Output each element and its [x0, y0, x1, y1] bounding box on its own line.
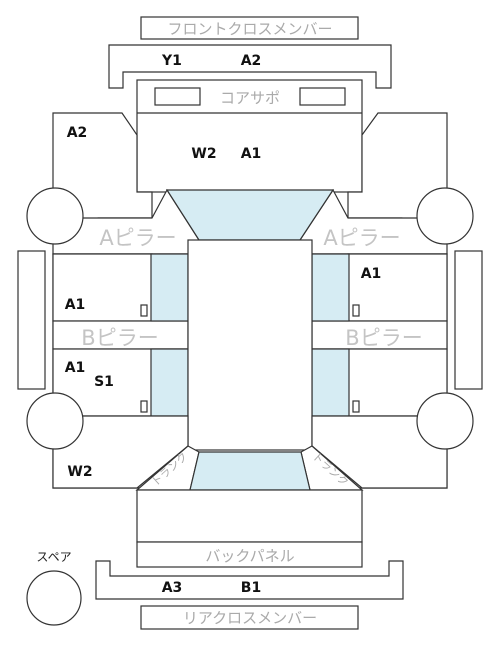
back-panel-box[interactable]	[136, 541, 363, 568]
code-a3-rear: A3	[162, 580, 183, 596]
code-b1-rear: B1	[241, 580, 261, 596]
b-pillar-right[interactable]	[311, 320, 448, 350]
front-left-door-handle[interactable]	[140, 304, 148, 317]
trunk-lid[interactable]	[136, 489, 363, 543]
headlight-left[interactable]	[154, 87, 201, 106]
left-side-step[interactable]	[17, 250, 46, 390]
rear-bumper-outline[interactable]	[95, 560, 404, 600]
rear-window[interactable]	[189, 451, 311, 491]
rear-left-door-handle[interactable]	[140, 400, 148, 413]
rear-right-window[interactable]	[311, 348, 350, 417]
code-a1-hood: A1	[241, 146, 262, 162]
rear-left-quarter[interactable]	[52, 415, 189, 489]
headlight-right[interactable]	[299, 87, 346, 106]
code-a2-fender: A2	[67, 125, 88, 141]
spare-wheel[interactable]	[26, 570, 82, 626]
code-s1-rear-left-door: S1	[94, 374, 114, 390]
rear-left-wheel[interactable]	[26, 392, 84, 450]
rear-right-wheel[interactable]	[416, 392, 474, 450]
rear-cross-member-label: リアクロスメンバー	[183, 609, 317, 627]
b-pillar-left-label: Bピラー	[81, 326, 158, 350]
a-pillar-left-label: Aピラー	[99, 226, 176, 250]
core-support-label: コアサポ	[220, 89, 280, 107]
front-right-window[interactable]	[311, 253, 350, 322]
code-a1-front-right-door: A1	[361, 266, 382, 282]
b-pillar-left[interactable]	[52, 320, 189, 350]
code-a2-front: A2	[241, 53, 262, 69]
rear-right-quarter[interactable]	[311, 415, 448, 489]
code-a1-rear-left-door: A1	[65, 360, 86, 376]
code-w2-rear-left: W2	[67, 464, 92, 480]
a-pillar-right-label: Aピラー	[323, 226, 400, 250]
front-cross-member-label: フロントクロスメンバー	[167, 20, 332, 38]
spare-label: スペア	[36, 550, 71, 564]
front-left-window[interactable]	[150, 253, 189, 322]
roof-panel[interactable]	[187, 239, 313, 451]
back-panel-label: バックパネル	[205, 547, 294, 565]
front-right-door-handle[interactable]	[352, 304, 360, 317]
rear-left-window[interactable]	[150, 348, 189, 417]
code-w2-hood: W2	[191, 146, 216, 162]
front-left-wheel[interactable]	[26, 187, 84, 245]
front-bumper-outline[interactable]	[108, 44, 392, 89]
code-y1-front: Y1	[161, 53, 182, 69]
b-pillar-right-label: Bピラー	[345, 326, 422, 350]
rear-cross-member-box[interactable]	[140, 605, 359, 630]
right-side-step[interactable]	[454, 250, 483, 390]
rear-right-door-handle[interactable]	[352, 400, 360, 413]
code-a1-front-left-door: A1	[65, 297, 86, 313]
front-cross-member-box[interactable]	[140, 16, 359, 40]
front-right-wheel[interactable]	[416, 187, 474, 245]
